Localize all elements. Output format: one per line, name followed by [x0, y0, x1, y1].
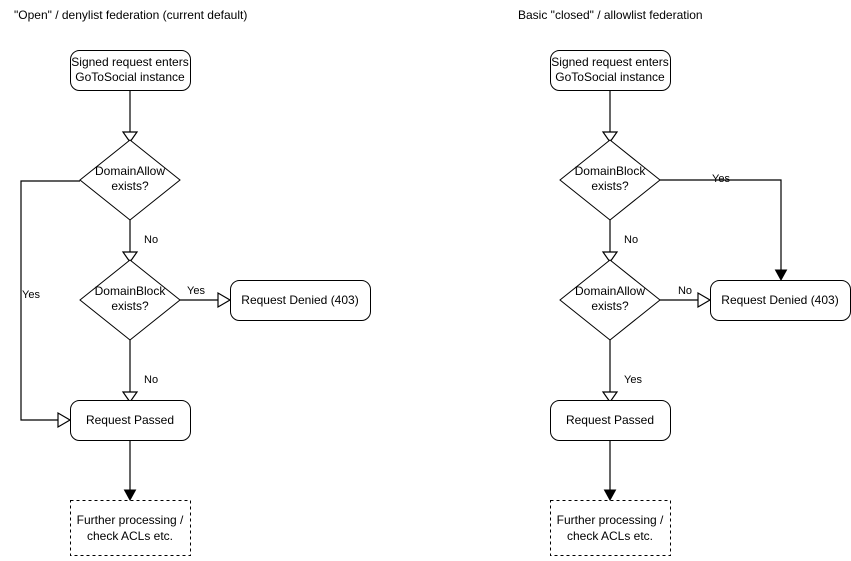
- node-decision-domainblock-left[interactable]: DomainBlock exists?: [79, 259, 181, 341]
- diagram-closed-allowlist: Basic "closed" / allowlist federation Si…: [518, 8, 851, 556]
- arrowhead-filled-down-further-left: [123, 489, 137, 502]
- edge-label-domainblock-yes-left: Yes: [187, 285, 205, 297]
- node-label-request-denied-left: Request Denied (403): [241, 293, 358, 307]
- node-label-domainblock-left-line2: exists?: [111, 299, 149, 313]
- edge-domainblock-yes-left: Yes: [180, 285, 232, 309]
- node-shape-further-processing-right: [550, 500, 671, 556]
- node-label-domainallow-left-line2: exists?: [111, 179, 149, 193]
- diagram-title-closed-allowlist: Basic "closed" / allowlist federation: [518, 8, 703, 22]
- node-request-denied-right[interactable]: Request Denied (403): [710, 280, 851, 321]
- edge-domainallow-yes-left: Yes: [20, 180, 80, 429]
- arrowhead-open-right-denied-right: [697, 291, 712, 309]
- node-request-denied-left[interactable]: Request Denied (403): [230, 280, 371, 321]
- node-label-domainallow-right-line2: exists?: [591, 299, 629, 313]
- node-label-domainallow-left-line1: DomainAllow: [95, 164, 165, 178]
- diagram-title-open-denylist: "Open" / denylist federation (current de…: [14, 8, 247, 22]
- node-label-further-processing-right-line1: Further processing /: [557, 513, 664, 527]
- edge-label-domainallow-no-right: No: [678, 285, 692, 297]
- arrowhead-open-down-domainblock-no-right: [601, 251, 619, 264]
- node-label-start-right-line2: GoToSocial instance: [555, 70, 665, 84]
- edge-domainblock-no-right: No: [601, 220, 638, 264]
- edge-passed-to-further-left: [123, 440, 137, 502]
- edge-domainallow-no-right: No: [660, 285, 712, 309]
- node-decision-domainallow-left[interactable]: DomainAllow exists?: [79, 139, 181, 221]
- node-further-processing-left[interactable]: Further processing / check ACLs etc.: [70, 500, 191, 556]
- edge-label-domainblock-no-right: No: [624, 234, 638, 246]
- node-further-processing-right[interactable]: Further processing / check ACLs etc.: [550, 500, 671, 556]
- node-label-domainblock-right-line1: DomainBlock: [575, 164, 647, 178]
- arrowhead-filled-down-denied-right: [774, 269, 788, 282]
- edge-label-domainallow-no-left: No: [144, 234, 158, 246]
- arrowhead-open-down-start-left: [121, 131, 139, 144]
- node-signed-request-start-right[interactable]: Signed request enters GoToSocial instanc…: [550, 50, 671, 91]
- node-label-start-right-line1: Signed request enters: [551, 55, 668, 69]
- node-label-request-passed-right: Request Passed: [566, 413, 654, 427]
- edge-label-domainallow-yes-left: Yes: [22, 289, 40, 301]
- node-decision-domainblock-right[interactable]: DomainBlock exists?: [559, 139, 661, 221]
- edge-domainallow-no-left: No: [121, 220, 158, 264]
- arrowhead-open-down-domainallow-no-left: [121, 251, 139, 264]
- arrowhead-open-down-domainallow-yes-right: [601, 391, 619, 404]
- node-label-domainblock-left-line1: DomainBlock: [95, 284, 167, 298]
- edge-domainblock-yes-right: Yes: [660, 173, 788, 282]
- node-signed-request-start-left[interactable]: Signed request enters GoToSocial instanc…: [70, 50, 191, 91]
- edge-start-to-domainblock-right: [601, 90, 619, 144]
- node-label-start-left-line2: GoToSocial instance: [75, 70, 185, 84]
- node-decision-domainallow-right[interactable]: DomainAllow exists?: [559, 259, 661, 341]
- edge-domainblock-no-left: No: [121, 340, 158, 404]
- arrowhead-filled-down-further-right: [603, 489, 617, 502]
- node-label-request-passed-left: Request Passed: [86, 413, 174, 427]
- node-request-passed-right[interactable]: Request Passed: [550, 400, 671, 441]
- node-label-further-processing-right-line2: check ACLs etc.: [567, 529, 653, 543]
- node-label-further-processing-left-line1: Further processing /: [77, 513, 184, 527]
- node-label-request-denied-right: Request Denied (403): [721, 293, 838, 307]
- node-label-start-left-line1: Signed request enters: [71, 55, 188, 69]
- node-label-further-processing-left-line2: check ACLs etc.: [87, 529, 173, 543]
- node-shape-request-denied-left: [230, 280, 371, 321]
- node-label-domainallow-right-line1: DomainAllow: [575, 284, 645, 298]
- edge-domainallow-yes-right: Yes: [601, 340, 642, 404]
- edge-label-domainblock-yes-right: Yes: [712, 173, 730, 185]
- arrowhead-open-down-start-right: [601, 131, 619, 144]
- diagram-open-denylist: "Open" / denylist federation (current de…: [14, 8, 371, 556]
- node-request-passed-left[interactable]: Request Passed: [70, 400, 191, 441]
- arrowhead-open-right-denied-left: [217, 291, 232, 309]
- edge-start-to-domainallow-left: [121, 90, 139, 144]
- node-label-domainblock-right-line2: exists?: [591, 179, 629, 193]
- edge-passed-to-further-right: [603, 440, 617, 502]
- edge-label-domainallow-yes-right: Yes: [624, 374, 642, 386]
- node-shape-further-processing-left: [70, 500, 191, 556]
- arrowhead-open-down-domainblock-no-left: [121, 391, 139, 404]
- arrowhead-open-right-yes-left: [57, 411, 72, 429]
- edge-label-domainblock-no-left: No: [144, 374, 158, 386]
